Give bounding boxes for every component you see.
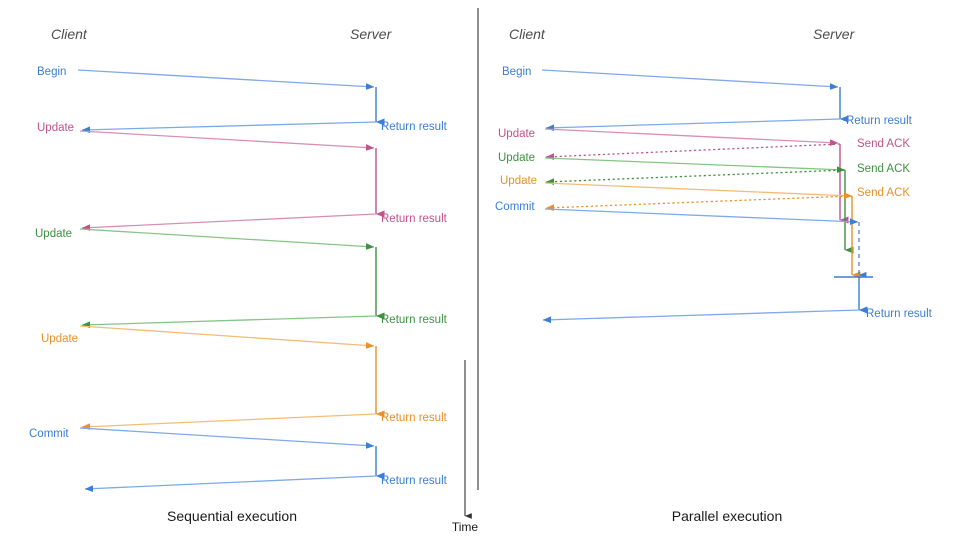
parallel-message-label-8: Commit xyxy=(495,201,535,213)
sequential-message-line-6 xyxy=(79,325,375,349)
sequential-client-actor-label: Client xyxy=(51,26,88,42)
sequential-caption: Sequential execution xyxy=(167,508,297,524)
sequential-message-label-9: Return result xyxy=(381,475,448,487)
parallel-message-line-4 xyxy=(544,157,846,174)
parallel-message-label-6: Update xyxy=(500,175,537,187)
parallel-caption: Parallel execution xyxy=(672,508,783,524)
sequential-message-label-8: Commit xyxy=(29,428,69,440)
parallel-message-label-1: Return result xyxy=(846,115,913,127)
sequential-message-line-5 xyxy=(81,315,377,329)
parallel-message-label-4: Update xyxy=(498,152,535,164)
sequential-message-line-3 xyxy=(81,213,377,231)
sequential-message-line-9 xyxy=(84,475,377,493)
parallel-client-actor-label: Client xyxy=(509,26,546,42)
parallel-message-line-6 xyxy=(544,182,853,200)
parallel-message-line-0 xyxy=(541,69,839,90)
sequential-message-label-7: Return result xyxy=(381,412,448,424)
sequential-message-line-2 xyxy=(79,130,375,151)
sequential-message-label-0: Begin xyxy=(37,66,66,78)
sequential-message-label-4: Update xyxy=(35,228,72,240)
sequential-server-actor-label: Server xyxy=(350,26,393,42)
sequential-message-line-1 xyxy=(81,121,377,134)
sequential-message-label-3: Return result xyxy=(381,213,448,225)
sequential-message-label-5: Return result xyxy=(381,314,448,326)
parallel-message-line-8 xyxy=(544,208,859,226)
parallel-message-line-9 xyxy=(542,309,860,324)
sequential-message-line-7 xyxy=(81,413,377,431)
sequential-message-label-2: Update xyxy=(37,122,74,134)
parallel-message-label-2: Update xyxy=(498,128,535,140)
parallel-message-label-3: Send ACK xyxy=(857,138,910,150)
parallel-message-line-5 xyxy=(545,169,846,186)
sequential-message-line-4 xyxy=(79,228,375,250)
time-axis-label: Time xyxy=(452,520,479,534)
parallel-message-line-2 xyxy=(544,128,839,146)
sequential-message-label-1: Return result xyxy=(381,121,448,133)
parallel-server-actor-label: Server xyxy=(813,26,856,42)
parallel-message-line-3 xyxy=(545,143,841,161)
sequential-message-label-6: Update xyxy=(41,333,78,345)
parallel-message-line-1 xyxy=(545,118,841,132)
parallel-message-label-7: Send ACK xyxy=(857,187,910,199)
sequential-message-line-8 xyxy=(79,427,375,449)
parallel-message-line-7 xyxy=(545,195,853,212)
parallel-message-label-5: Send ACK xyxy=(857,163,910,175)
sequential-message-line-0 xyxy=(77,69,375,90)
parallel-message-label-9: Return result xyxy=(866,308,933,320)
parallel-message-label-0: Begin xyxy=(502,66,531,78)
